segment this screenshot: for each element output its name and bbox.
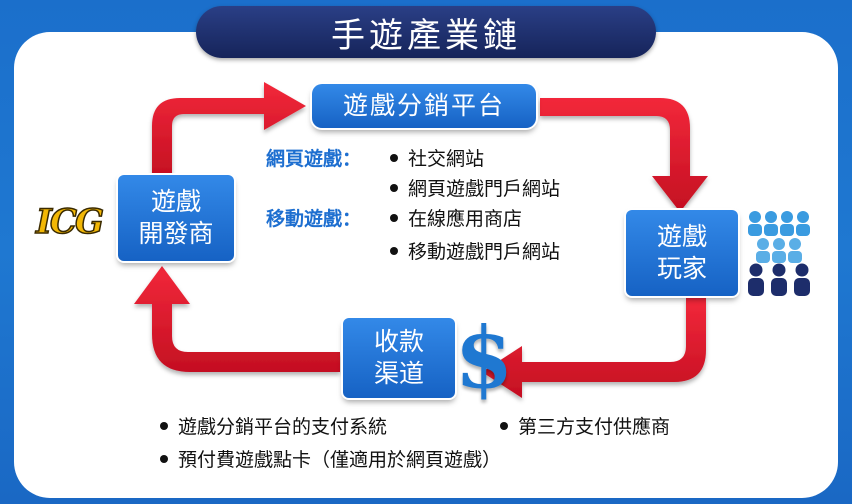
bullet-dot [160, 421, 168, 430]
people-group-icon [748, 211, 810, 296]
payment-channel-item: 預付費遊戲點卡（僅適用於網頁遊戲） [160, 445, 501, 472]
node-developer-line-1: 遊戲 [150, 187, 201, 216]
node-player-line-1: 遊戲 [656, 222, 707, 251]
node-payment-channel: 收款 渠道 [343, 318, 455, 398]
title-banner: 手遊產業鏈 [196, 6, 656, 58]
node-developer-line-2: 開發商 [138, 219, 214, 248]
node-player-line-2: 玩家 [656, 254, 707, 283]
node-platform-label: 遊戲分銷平台 [342, 91, 505, 120]
node-game-player: 遊戲 玩家 [626, 210, 738, 296]
platform-item-label: 網頁遊戲門戶網站 [408, 178, 561, 200]
icg-logo-text: ICG [35, 202, 103, 240]
payment-channel-label: 第三方支付供應商 [518, 416, 671, 438]
category-mobile-games: 移動遊戲： [266, 208, 362, 230]
bullet-dot [390, 153, 398, 162]
platform-item: 移動遊戲門戶網站 [390, 237, 560, 264]
arrow-platform-to-player [540, 98, 708, 212]
bullet-dot [390, 183, 398, 192]
arrow-player-to-payment [482, 298, 706, 398]
platform-item-label: 在線應用商店 [408, 208, 523, 230]
diagram-title: 手遊產業鏈 [331, 15, 521, 56]
icg-logo: ICG [34, 201, 105, 240]
dollar-icon: $ [454, 308, 514, 407]
node-distribution-platform: 遊戲分銷平台 [312, 84, 536, 128]
category-web-games: 網頁遊戲： [266, 148, 362, 170]
bullet-dot [390, 246, 398, 255]
payment-channel-item: 遊戲分銷平台的支付系統 [160, 412, 387, 439]
arrow-developer-to-platform [152, 82, 306, 178]
platform-item: 網頁遊戲門戶網站 [390, 174, 560, 201]
arrow-payment-to-developer [134, 266, 340, 372]
node-payment-line-2: 渠道 [373, 359, 424, 388]
payment-channel-label: 預付費遊戲點卡（僅適用於網頁遊戲） [178, 449, 502, 471]
node-payment-line-1: 收款 [373, 327, 424, 356]
payment-channel-label: 遊戲分銷平台的支付系統 [178, 416, 388, 438]
bullet-dot [390, 213, 398, 222]
payment-channel-item: 第三方支付供應商 [500, 412, 670, 439]
platform-item-label: 社交網站 [408, 148, 485, 170]
platform-item: 在線應用商店 [390, 204, 522, 231]
bullet-dot [160, 454, 168, 463]
platform-item: 社交網站 [390, 144, 484, 171]
node-game-developer: 遊戲 開發商 [118, 175, 234, 261]
bullet-dot [500, 421, 508, 430]
platform-item-label: 移動遊戲門戶網站 [408, 241, 561, 263]
